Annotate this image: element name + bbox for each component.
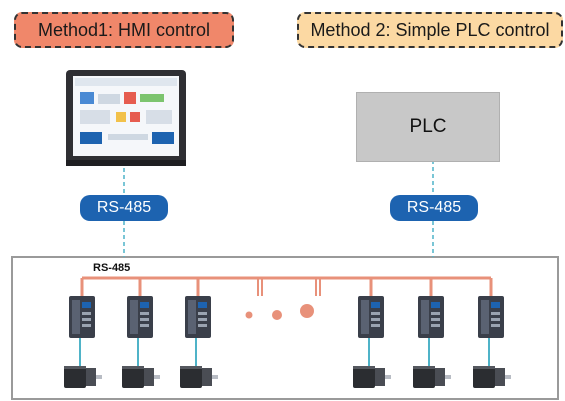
stepper-driver-icon (185, 296, 211, 338)
bus-label: RS-485 (93, 262, 131, 274)
stepper-driver-icon (127, 296, 153, 338)
stepper-motor-icon (353, 366, 391, 388)
driver-motor-group (64, 296, 511, 388)
ellipsis-dot-2 (272, 310, 282, 320)
stepper-driver-icon (418, 296, 444, 338)
method2-label: Method 2: Simple PLC control (297, 12, 563, 48)
ellipsis-dot-1 (245, 311, 253, 319)
rs485-badge-plc: RS-485 (390, 195, 478, 221)
rs485-badge-hmi: RS-485 (80, 195, 168, 221)
stepper-motor-icon (122, 366, 160, 388)
stepper-motor-icon (473, 366, 511, 388)
stepper-motor-icon (413, 366, 451, 388)
bus-drops (80, 278, 493, 296)
ellipsis-dot-3 (300, 304, 314, 318)
stepper-driver-icon (358, 296, 384, 338)
method1-label: Method1: HMI control (14, 12, 234, 48)
hmi-device-icon (66, 70, 186, 166)
plc-box: PLC (356, 92, 500, 162)
stepper-driver-icon (478, 296, 504, 338)
system-frame (11, 256, 559, 400)
stepper-driver-icon (69, 296, 95, 338)
stepper-motor-icon (64, 366, 102, 388)
stepper-motor-icon (180, 366, 218, 388)
bus-stubs (257, 278, 321, 296)
